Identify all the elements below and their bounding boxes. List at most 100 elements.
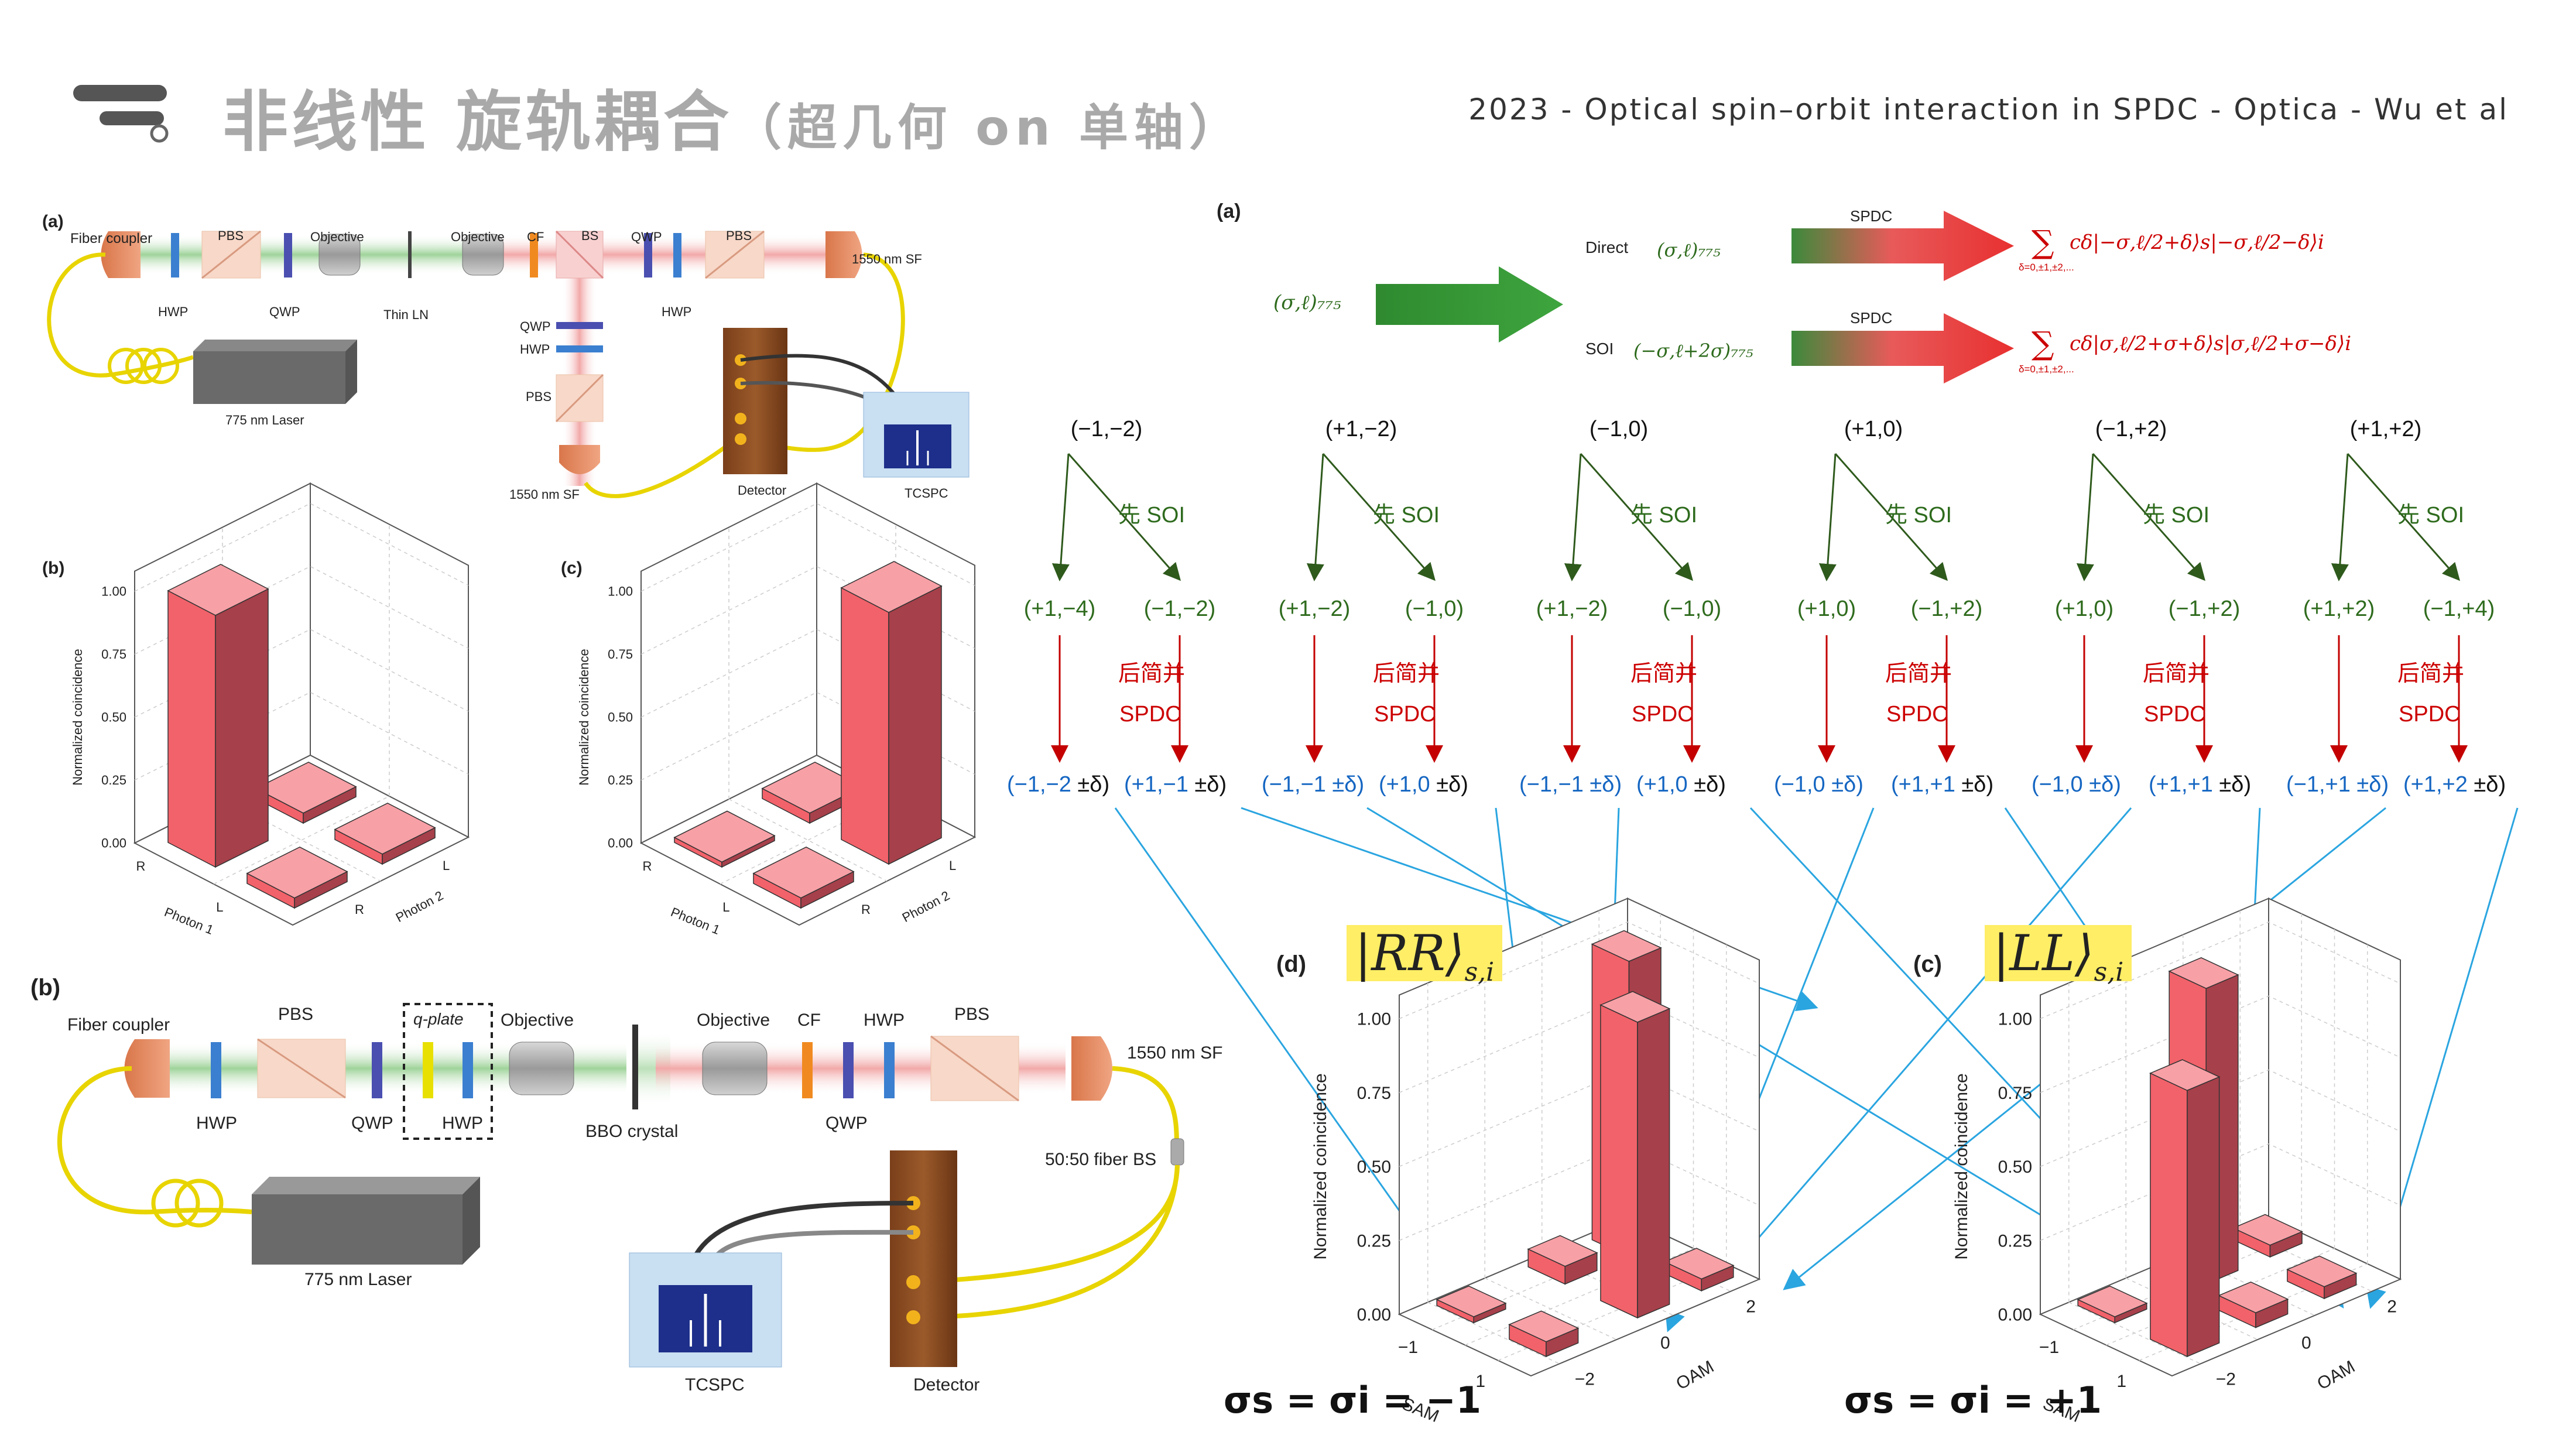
tree-mid-left-state: (+1,−4) xyxy=(1024,597,1096,621)
bar-top-face xyxy=(1599,991,1671,1023)
label-pbs: PBS xyxy=(218,228,244,243)
setup-b-diagram xyxy=(57,1003,1184,1368)
theory-input-state: (σ,ℓ)₇₇₅ xyxy=(1273,291,1341,314)
tree-bottom-pm: ±δ) xyxy=(2213,772,2251,797)
grid-line xyxy=(1399,922,1760,1019)
tree-step2-label: 后简并 xyxy=(1630,662,1697,686)
tree-bottom-value: (−1,−1 xyxy=(1519,772,1584,797)
tree-step2-label: SPDC xyxy=(1119,702,1181,727)
tree-step2-label: SPDC xyxy=(1632,702,1694,727)
ket-rr: |RR⟩s,i xyxy=(1347,925,1503,987)
label-detector: Detector xyxy=(738,483,786,498)
label-thin-ln: Thin LN xyxy=(383,307,429,322)
y-tick-label: −2 xyxy=(1575,1369,1595,1389)
label-bs: BS xyxy=(581,228,598,243)
green-arrow xyxy=(2076,453,2094,581)
y-axis-label: OAM xyxy=(1673,1357,1717,1394)
z-tick-label: 0.25 xyxy=(608,773,633,787)
z-tick-label: 0.75 xyxy=(101,647,126,662)
bar-top-face xyxy=(2077,1285,2148,1318)
green-arrow xyxy=(1564,453,1582,581)
tree-mid-right-state: (−1,+4) xyxy=(2423,597,2495,621)
tree-arrows xyxy=(1051,453,2468,763)
z-tick-label: 0.50 xyxy=(1998,1157,2032,1177)
tree-bottom-value: (+1,−1 xyxy=(1124,772,1188,797)
bar-top-face xyxy=(673,810,776,863)
bar-top-face xyxy=(1508,1310,1580,1342)
z-tick-label: 0.75 xyxy=(1357,1084,1391,1103)
back-wall xyxy=(2268,898,2401,1280)
label-pbs: PBS xyxy=(526,389,551,404)
tree-step2-label: SPDC xyxy=(2399,702,2461,727)
tree-bottom-right-state: (+1,+2 ±δ) xyxy=(2403,772,2506,797)
sigma-caption-d: σs = σi = −1 xyxy=(1224,1379,1482,1421)
grid-line xyxy=(640,566,975,655)
x-tick-label: −1 xyxy=(2039,1338,2059,1357)
soi-state: (−σ,ℓ+2σ)₇₇₅ xyxy=(1633,340,1753,362)
label-sf: 1550 nm SF xyxy=(1127,1043,1222,1063)
menu-logo-icon xyxy=(73,85,169,143)
tree-top-state: (+1,+2) xyxy=(2350,417,2422,441)
title-subtitle: （超几何 on 单轴） xyxy=(732,99,1244,156)
tree-bottom-left-state: (−1,−1 ±δ) xyxy=(1519,772,1622,797)
green-arrow xyxy=(2347,453,2460,581)
tree-bottom-pm: ±δ) xyxy=(1584,772,1622,797)
z-tick-label: 0.50 xyxy=(608,710,633,725)
x-tick-label: −1 xyxy=(1398,1338,1418,1357)
tree-top-state: (+1,−2) xyxy=(1325,417,1397,441)
y-axis-label: Photon 2 xyxy=(393,888,446,925)
label-qplate: q-plate xyxy=(413,1010,464,1028)
tree-soi-label: 先 SOI xyxy=(1630,503,1697,527)
bar-front-face xyxy=(1600,1004,1638,1319)
label-tcspc: TCSPC xyxy=(685,1375,745,1395)
z-tick-label: 0.00 xyxy=(101,836,126,851)
bar-top-face xyxy=(2168,957,2239,989)
tree-mid-left-state: (+1,0) xyxy=(1797,597,1856,621)
label-cf: CF xyxy=(797,1010,821,1030)
z-axis-label: Normalized coincidence xyxy=(577,649,591,786)
z-tick-label: 0.75 xyxy=(1998,1084,2032,1103)
chart-b-panel-label: (b) xyxy=(42,559,64,578)
label-laser: 775 nm Laser xyxy=(225,413,304,427)
bar-top-face xyxy=(752,846,855,899)
z-axis-label: Normalized coincidence xyxy=(1311,1073,1330,1260)
bar-front-face xyxy=(167,590,216,868)
tree-bottom-left-state: (−1,0 ±δ) xyxy=(1774,772,1864,797)
z-axis-label: Normalized coincidence xyxy=(70,649,85,786)
tree-mid-left-state: (+1,+2) xyxy=(2303,597,2375,621)
direct-label: Direct xyxy=(1585,238,1628,256)
x-axis-label: Photon 1 xyxy=(162,905,215,937)
bar-top-face xyxy=(1527,1235,1598,1267)
tree-bottom-right-state: (+1,+1 ±δ) xyxy=(2149,772,2251,797)
y-tick-label: 0 xyxy=(2301,1334,2311,1353)
green-arrow xyxy=(1580,453,1693,581)
tree-mid-left-state: (+1,−2) xyxy=(1279,597,1351,621)
tree-bottom-value: (+1,+1 xyxy=(2149,772,2213,797)
tree-soi-label: 先 SOI xyxy=(1373,503,1440,527)
grid-line xyxy=(134,503,469,592)
z-axis-label: Normalized coincidence xyxy=(1952,1073,1971,1260)
bar-top-face xyxy=(1663,1248,1735,1280)
sum-symbol: ∑ xyxy=(2032,325,2054,362)
spdc-label: SPDC xyxy=(1850,207,1892,225)
bar-top-face xyxy=(246,846,348,899)
x-tick-label: L xyxy=(722,900,729,914)
label-pbs: PBS xyxy=(954,1005,989,1024)
z-tick-label: 1.00 xyxy=(608,584,633,599)
z-tick-label: 0.00 xyxy=(1998,1306,2032,1325)
bar-side-face xyxy=(888,585,942,865)
label-cf: CF xyxy=(527,229,544,244)
label-detector: Detector xyxy=(913,1375,979,1395)
tree-step2-label: 后简并 xyxy=(1885,662,1952,686)
bar-front-face xyxy=(841,587,889,865)
tree-bottom-pm: ±δ) xyxy=(1430,772,1468,797)
formula-soi: cδ|σ,ℓ/2+σ+δ⟩s|σ,ℓ/2+σ−δ⟩i xyxy=(2070,332,2351,355)
z-tick-label: 0.25 xyxy=(1998,1231,2032,1251)
z-tick-label: 0.50 xyxy=(101,710,126,725)
bar-side-face xyxy=(215,588,269,868)
setup-b-panel-label: (b) xyxy=(30,975,60,1001)
x-tick-label: 1 xyxy=(1475,1372,1485,1391)
grid-line xyxy=(1484,1277,1617,1340)
